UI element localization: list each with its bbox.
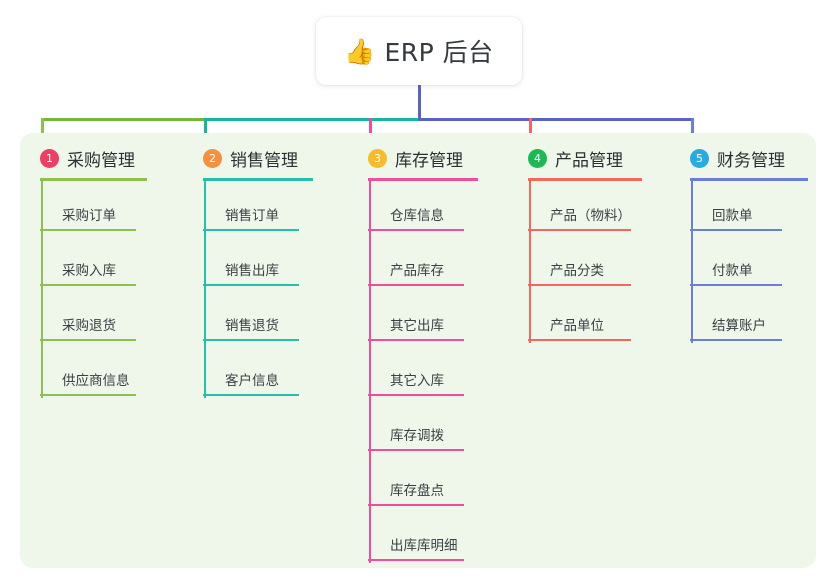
branch-header-product[interactable]: 4 产品管理 — [528, 146, 623, 171]
branch-item[interactable]: 回款单 — [690, 183, 808, 231]
branch-badge-sales: 2 — [203, 149, 222, 168]
branch-item[interactable]: 付款单 — [690, 238, 808, 286]
branch-item[interactable]: 采购入库 — [40, 238, 147, 286]
branch-item-label: 出库库明细 — [390, 538, 458, 554]
branch-header-rule-finance — [690, 178, 808, 181]
branch-item-label: 产品单位 — [550, 318, 604, 334]
branch-item[interactable]: 产品库存 — [368, 238, 478, 286]
branch-spine-product — [529, 181, 531, 343]
branch-item-rule — [368, 449, 464, 451]
branch-item-rule — [368, 394, 464, 396]
branch-item-rule — [528, 339, 631, 341]
branch-item-label: 库存调拨 — [390, 428, 444, 444]
branch-title-sales: 销售管理 — [230, 151, 298, 171]
branch-item-rule — [40, 394, 136, 396]
branch-title-inventory: 库存管理 — [395, 151, 463, 171]
branch-spine-finance — [691, 181, 693, 343]
branch-item[interactable]: 供应商信息 — [40, 348, 147, 396]
branch-item[interactable]: 销售订单 — [203, 183, 313, 231]
branch-header-purchase[interactable]: 1 采购管理 — [40, 146, 135, 171]
branch-item[interactable]: 采购订单 — [40, 183, 147, 231]
branch-item-label: 其它入库 — [390, 373, 444, 389]
branch-badge-inventory: 3 — [368, 149, 387, 168]
branch-item-label: 付款单 — [712, 263, 753, 279]
branch-item-rule — [690, 284, 782, 286]
branch-item[interactable]: 出库库明细 — [368, 513, 478, 561]
branch-header-rule-inventory — [368, 178, 478, 181]
branch-item-rule — [368, 559, 464, 561]
branch-item-label: 采购订单 — [62, 208, 116, 224]
branch-header-inventory[interactable]: 3 库存管理 — [368, 146, 463, 171]
branch-title-product: 产品管理 — [555, 151, 623, 171]
branches-panel — [20, 133, 816, 568]
branch-item-label: 产品库存 — [390, 263, 444, 279]
branch-item[interactable]: 其它入库 — [368, 348, 478, 396]
branch-header-rule-purchase — [40, 178, 147, 181]
branch-item-label: 其它出库 — [390, 318, 444, 334]
branch-item-rule — [690, 229, 782, 231]
branch-spine-sales — [204, 181, 206, 398]
branch-item-rule — [40, 339, 136, 341]
branch-badge-finance: 5 — [690, 149, 709, 168]
branch-item[interactable]: 仓库信息 — [368, 183, 478, 231]
branch-item-rule — [40, 284, 136, 286]
branch-item-label: 客户信息 — [225, 373, 279, 389]
branch-item-rule — [203, 339, 299, 341]
branch-item-label: 库存盘点 — [390, 483, 444, 499]
branch-item-rule — [368, 504, 464, 506]
branch-item-rule — [368, 284, 464, 286]
branch-item-rule — [528, 229, 631, 231]
branch-item-label: 采购退货 — [62, 318, 116, 334]
branch-item-label: 结算账户 — [712, 318, 766, 334]
bar-purple — [418, 118, 694, 121]
branch-spine-purchase — [41, 181, 43, 398]
branch-item[interactable]: 销售退货 — [203, 293, 313, 341]
branch-item[interactable]: 采购退货 — [40, 293, 147, 341]
branch-spine-inventory — [369, 181, 371, 563]
branch-item-label: 销售出库 — [225, 263, 279, 279]
branch-title-finance: 财务管理 — [717, 151, 785, 171]
bar-green — [41, 118, 205, 121]
branch-header-rule-sales — [203, 178, 313, 181]
branch-header-sales[interactable]: 2 销售管理 — [203, 146, 298, 171]
branch-item-label: 供应商信息 — [62, 373, 130, 389]
branch-item[interactable]: 产品分类 — [528, 238, 642, 286]
root-node-card[interactable]: 👍 ERP 后台 — [316, 17, 522, 85]
branch-badge-product: 4 — [528, 149, 547, 168]
branch-item-rule — [690, 339, 782, 341]
branch-item[interactable]: 库存调拨 — [368, 403, 478, 451]
branch-badge-purchase: 1 — [40, 149, 59, 168]
branch-item[interactable]: 销售出库 — [203, 238, 313, 286]
branch-item-label: 仓库信息 — [390, 208, 444, 224]
branch-item[interactable]: 产品单位 — [528, 293, 642, 341]
branch-item-rule — [368, 339, 464, 341]
branch-item-label: 产品分类 — [550, 263, 604, 279]
branch-item-label: 回款单 — [712, 208, 753, 224]
thumbs-up-icon: 👍 — [344, 36, 376, 66]
branch-item-rule — [368, 229, 464, 231]
branch-header-finance[interactable]: 5 财务管理 — [690, 146, 785, 171]
branch-item-label: 采购入库 — [62, 263, 116, 279]
branch-item-rule — [203, 394, 299, 396]
branch-item[interactable]: 客户信息 — [203, 348, 313, 396]
root-node-title: ERP 后台 — [384, 38, 494, 67]
branch-item[interactable]: 其它出库 — [368, 293, 478, 341]
branch-item-rule — [203, 229, 299, 231]
branch-header-rule-product — [528, 178, 642, 181]
branch-title-purchase: 采购管理 — [67, 151, 135, 171]
branch-item-rule — [203, 284, 299, 286]
bar-teal — [204, 118, 420, 121]
branch-item-rule — [40, 229, 136, 231]
branch-item[interactable]: 库存盘点 — [368, 458, 478, 506]
branch-item[interactable]: 结算账户 — [690, 293, 808, 341]
branch-item[interactable]: 产品（物料） — [528, 183, 642, 231]
branch-item-label: 销售退货 — [225, 318, 279, 334]
branch-item-label: 销售订单 — [225, 208, 279, 224]
branch-item-label: 产品（物料） — [550, 208, 631, 224]
branch-item-rule — [528, 284, 631, 286]
root-trunk — [418, 85, 421, 121]
